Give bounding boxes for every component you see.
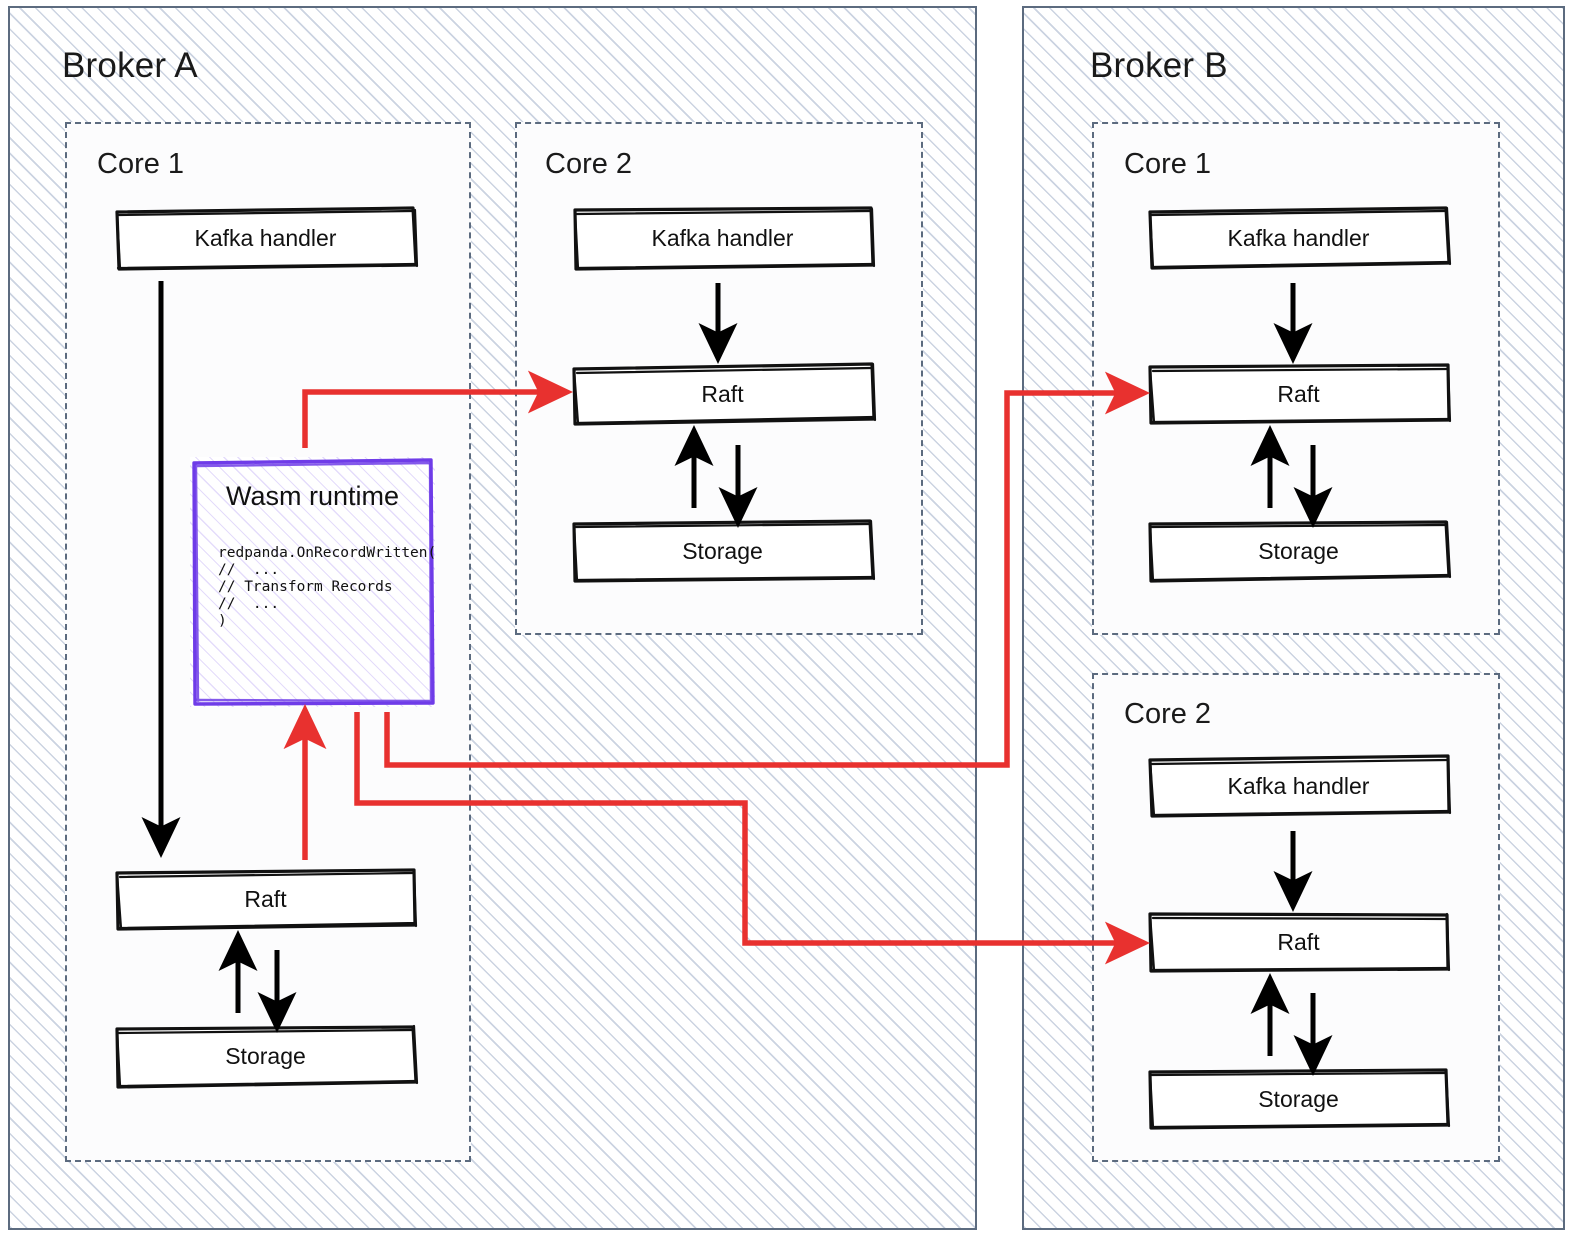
sketch-rect: [1148, 1068, 1451, 1130]
sketch-rect: [1148, 912, 1451, 973]
sketch-rect: [1148, 520, 1452, 583]
sketch-rect: [115, 206, 419, 271]
node-b2-kafka-handler[interactable]: Kafka handler: [1146, 753, 1452, 820]
node-a2-kafka-handler[interactable]: Kafka handler: [570, 205, 876, 272]
node-a1-storage[interactable]: Storage: [113, 1023, 419, 1090]
node-a1-wasm-runtime[interactable]: Wasm runtime redpanda.OnRecordWritten( /…: [190, 457, 437, 707]
node-b2-raft[interactable]: Raft: [1146, 909, 1451, 976]
node-a1-kafka-handler[interactable]: Kafka handler: [113, 205, 419, 272]
sketch-rect: [1148, 206, 1452, 270]
sketch-rect: [572, 519, 876, 583]
wasm-code-snippet: redpanda.OnRecordWritten( // ... // Tran…: [218, 545, 437, 629]
node-b1-storage[interactable]: Storage: [1146, 518, 1452, 585]
broker-a-core-2-title: Core 2: [545, 148, 633, 180]
sketch-rect: [115, 1024, 419, 1089]
broker-b-core-2-title: Core 2: [1124, 698, 1212, 730]
node-b2-storage[interactable]: Storage: [1146, 1066, 1451, 1133]
sketch-rect: [115, 868, 418, 931]
node-b1-kafka-handler[interactable]: Kafka handler: [1146, 205, 1452, 272]
wasm-runtime-title: Wasm runtime: [225, 481, 400, 511]
sketch-rect: [1148, 363, 1452, 425]
broker-a-core-1-title: Core 1: [97, 148, 185, 180]
node-a1-raft[interactable]: Raft: [113, 866, 418, 933]
node-b1-raft[interactable]: Raft: [1146, 361, 1452, 428]
node-a2-raft[interactable]: Raft: [570, 361, 877, 428]
broker-b-core-1-title: Core 1: [1124, 148, 1212, 180]
broker-b-title: Broker B: [1090, 46, 1228, 85]
sketch-rect: [573, 206, 876, 271]
broker-a-title: Broker A: [62, 46, 198, 85]
sketch-rect: [572, 362, 877, 426]
node-a2-storage[interactable]: Storage: [570, 518, 876, 585]
sketch-rect: [1148, 754, 1452, 818]
